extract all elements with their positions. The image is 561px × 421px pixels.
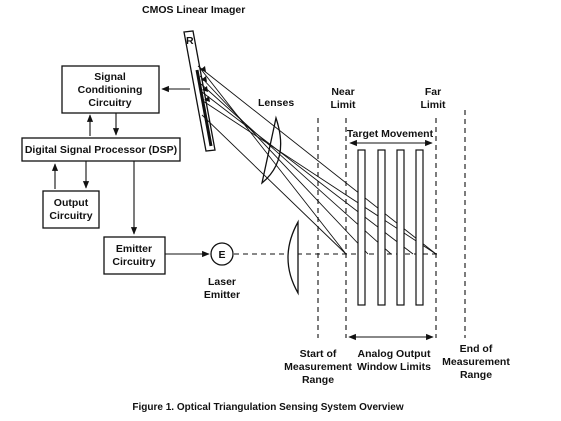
figure-caption: Figure 1. Optical Triangulation Sensing … [132, 402, 403, 413]
target-plates [357, 149, 424, 306]
far-limit-line2: Limit [420, 99, 446, 111]
start-line2: Measurement [284, 361, 352, 373]
output-line2: Circuitry [49, 210, 92, 222]
block-wiring [51, 85, 210, 258]
window-line1: Analog Output [358, 348, 431, 360]
signal-line1: Signal [94, 71, 126, 83]
laser-emitter: E Laser Emitter [204, 242, 240, 301]
emitter-circuitry-block: Emitter Circuitry [103, 236, 166, 275]
end-line1: End of [460, 343, 493, 355]
output-circuitry-block: Output Circuitry [42, 190, 100, 229]
signal-line2: Conditioning [78, 84, 143, 96]
window-line2: Window Limits [357, 361, 431, 373]
near-limit-line1: Near [331, 86, 354, 98]
far-limit-line1: Far [425, 86, 441, 98]
start-line3: Range [302, 374, 334, 386]
lenses-label: Lenses [258, 97, 294, 109]
imager-r-label: R [186, 35, 194, 47]
emitter-lens [287, 219, 299, 296]
laser-e-label: E [218, 249, 225, 261]
laser-line2: Emitter [204, 289, 240, 301]
near-limit-line2: Limit [330, 99, 356, 111]
dsp-block: Digital Signal Processor (DSP) [21, 137, 181, 162]
dsp-label: Digital Signal Processor (DSP) [25, 144, 177, 156]
output-line1: Output [54, 197, 89, 209]
end-line2: Measurement [442, 356, 510, 368]
end-line3: Range [460, 369, 492, 381]
laser-line1: Laser [208, 276, 236, 288]
signal-conditioning-block: Signal Conditioning Circuitry [61, 65, 160, 114]
target-movement-label: Target Movement [347, 128, 434, 140]
emitter-line1: Emitter [116, 243, 152, 255]
start-line1: Start of [300, 348, 337, 360]
cmos-imager-label: CMOS Linear Imager [142, 4, 245, 16]
emitter-line2: Circuitry [112, 256, 155, 268]
cmos-linear-imager: R [183, 30, 216, 152]
signal-line3: Circuitry [88, 97, 131, 109]
